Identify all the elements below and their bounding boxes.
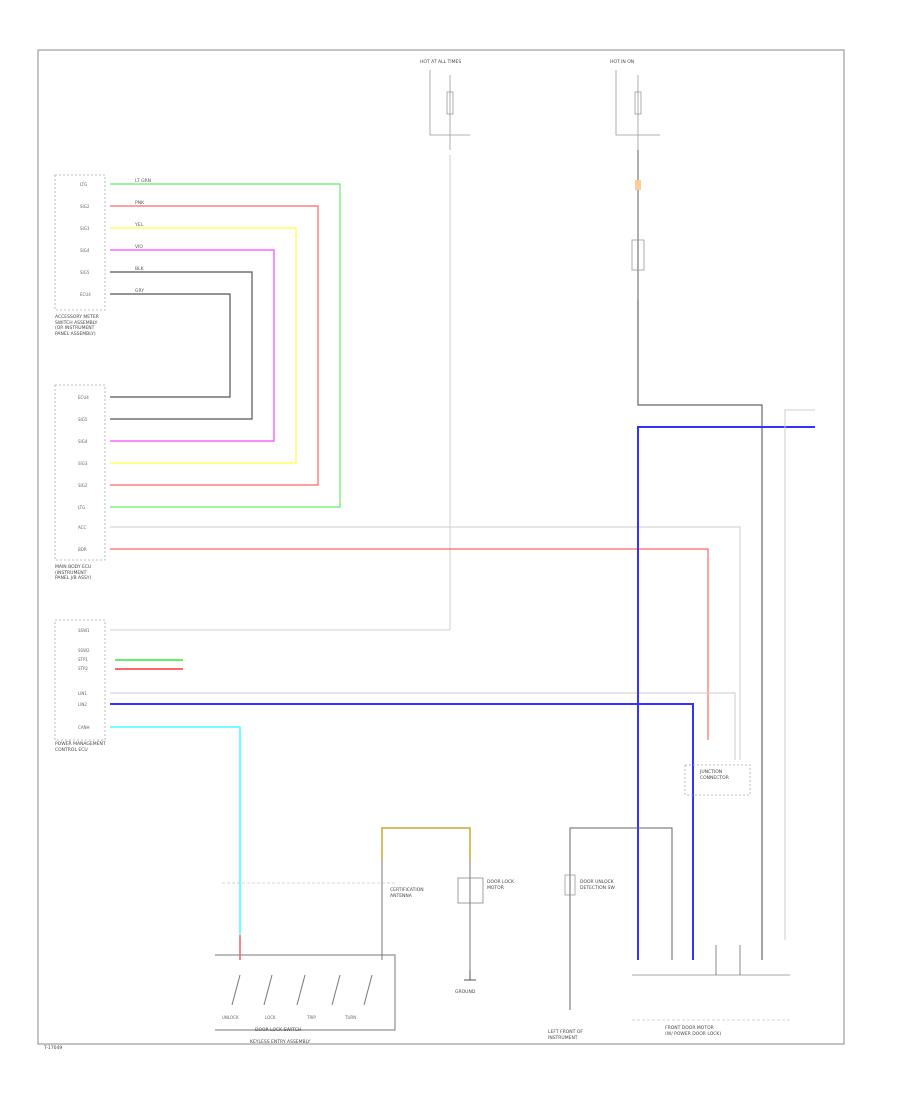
ecu1-pin: ECU4 [80, 292, 91, 297]
ecu2-pin: BDR [78, 547, 87, 552]
fuse-box-right-label: HOT IN ON [610, 60, 635, 65]
page-note: T-17049 [44, 1046, 63, 1051]
ecu2-pin: SIG2 [78, 483, 88, 488]
wire-gold [381, 827, 471, 860]
diagram-frame [37, 49, 845, 1045]
switch-group2-label: KEYLESS ENTRY ASSEMBLY [250, 1040, 311, 1045]
ecu2-pin: ECU4 [78, 395, 89, 400]
ecu1-pin: SIG2 [80, 204, 90, 209]
bottom-right-label: FRONT DOOR MOTOR (W/ POWER DOOR LOCK) [665, 1026, 722, 1037]
ecu1-pin: SIG4 [80, 248, 90, 253]
junction-connector [684, 764, 751, 796]
ecu3-pin: STP2 [78, 666, 88, 671]
ecu3-pin: LIN2 [78, 702, 87, 707]
wire-bdr-red [110, 548, 709, 740]
wire-top-fuse [110, 155, 451, 631]
ecu2-pin: ACC [78, 525, 87, 530]
ecu1-box [54, 174, 106, 311]
wire-label: YEL [135, 223, 144, 228]
ecu3-pin: STP1 [78, 657, 88, 662]
switches [231, 974, 373, 1006]
switch-label: TURN [345, 1015, 357, 1020]
junction-label: JUNCTION CONNECTOR [700, 770, 729, 781]
right-fuse-box [615, 70, 660, 150]
wire-blue [110, 703, 694, 960]
ground-symbol [464, 970, 476, 981]
switch-label: UNLOCK [222, 1015, 239, 1020]
switch-label: LOCK [265, 1015, 276, 1020]
ecu1-pin: SIG5 [80, 270, 90, 275]
ecu3-box [54, 619, 106, 741]
ecu1-pin: LTG [80, 182, 88, 187]
wire-gray-loop [110, 293, 231, 398]
top-fuse-box [429, 70, 470, 150]
switch-group-bus [215, 954, 396, 1031]
ecu2-box [54, 384, 106, 561]
unlock-label: DOOR UNLOCK DETECTION SW [580, 880, 615, 891]
ecu1-label: ACCESSORY METER SWITCH ASSEMBLY (OR INST… [55, 315, 99, 337]
wire-yellow-loop [110, 227, 297, 464]
ecu3-label: POWER MANAGEMENT CONTROL ECU [55, 742, 106, 753]
wire-black-loop [110, 271, 253, 420]
ecu2-pin: LTG [78, 505, 86, 510]
wire-label: VIO [135, 245, 143, 250]
wire-ltgrn-loop [110, 183, 341, 508]
wire-blue-right [637, 426, 815, 960]
fuse-box-top-label: HOT AT ALL TIMES [420, 60, 462, 65]
switch-group-label: DOOR LOCK SWITCH [255, 1028, 302, 1033]
wire-pink-loop [110, 205, 319, 486]
ecu3-pin: SSW2 [78, 648, 90, 653]
ecu3-pin: CANH [78, 725, 90, 730]
ecu3-pin: SSW1 [78, 628, 90, 633]
ecu2-pin: SIG3 [78, 461, 88, 466]
ecu2-pin: SIG4 [78, 439, 88, 444]
wire-cyan [110, 726, 241, 960]
wire-label: PNK [135, 201, 145, 206]
wire-label: BLK [135, 267, 144, 272]
door-lock-label: DOOR LOCK MOTOR [487, 880, 515, 891]
ecu3-pin: LIN1 [78, 691, 87, 696]
switch-label: TRIP [307, 1015, 316, 1020]
wire-acc [110, 526, 741, 760]
ecu2-label: MAIN BODY ECU (INSTRUMENT PANEL J/B ASSY… [55, 565, 92, 581]
antenna-label: CERTIFICATION ANTENNA [390, 888, 424, 899]
ground-mid-label: LEFT FRONT OF INSTRUMENT [548, 1030, 583, 1041]
wire-pink2-loop [110, 249, 275, 442]
ground-left-label: GROUND [455, 990, 476, 995]
wire-label: GRY [135, 289, 145, 294]
ecu2-pin: SIG5 [78, 417, 88, 422]
wire-label: LT GRN [135, 179, 152, 184]
ecu1-pin: SIG3 [80, 226, 90, 231]
